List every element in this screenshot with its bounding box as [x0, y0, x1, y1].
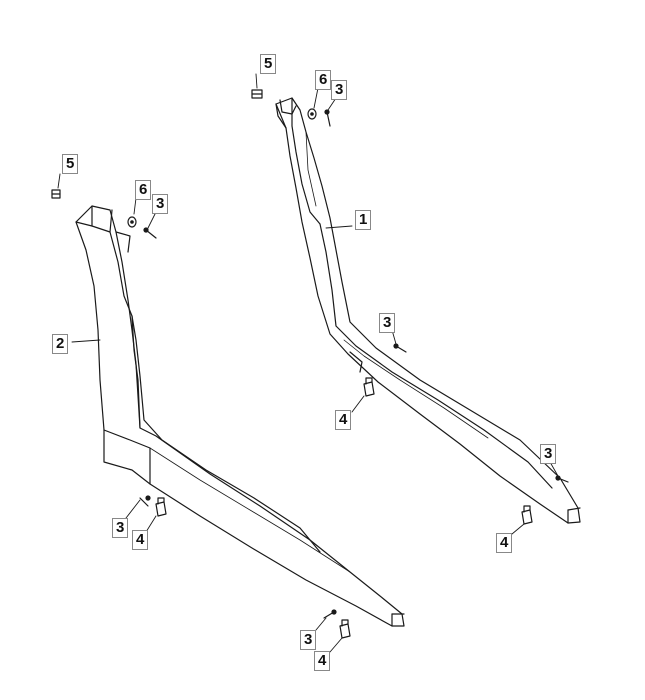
screw-3-mid-right [393, 343, 407, 353]
callout-pin-5-left: 5 [62, 154, 79, 174]
callout-clip-4-mid-right: 4 [335, 410, 352, 430]
callout-washer-6-left: 6 [135, 180, 152, 200]
clip-4-far-right [521, 505, 533, 525]
clip-4-mid-right [363, 377, 375, 397]
callout-pin-5-right: 5 [260, 54, 277, 74]
screw-3-lower-left [139, 495, 151, 507]
washer-6-right [307, 108, 317, 120]
pin-5-left [51, 189, 61, 199]
pin-5-right [251, 89, 263, 99]
callout-clip-4-bottom: 4 [314, 651, 331, 671]
screw-3-top-left [143, 227, 157, 239]
callout-part-2: 2 [52, 334, 69, 354]
callout-washer-6-right: 6 [315, 70, 332, 90]
callout-screw-3-bottom: 3 [300, 630, 317, 650]
callout-part-1: 1 [355, 210, 372, 230]
washer-6-left [127, 216, 137, 228]
callout-clip-4-lower-left: 4 [132, 530, 149, 550]
screw-3-top-right [324, 109, 331, 127]
callout-screw-3-far-right: 3 [540, 444, 557, 464]
callout-screw-3-mid-right: 3 [379, 313, 396, 333]
screw-3-bottom [323, 609, 337, 619]
callout-screw-3-top-right: 3 [331, 80, 348, 100]
clip-4-lower-left [155, 497, 167, 517]
leader-lines [57, 73, 559, 653]
trim-panel-1 [275, 97, 581, 524]
callout-screw-3-top-left: 3 [152, 194, 169, 214]
clip-4-bottom [339, 619, 351, 639]
callout-screw-3-lower-left: 3 [112, 518, 129, 538]
callout-clip-4-far-right: 4 [496, 533, 513, 553]
trim-panel-2 [75, 205, 405, 627]
